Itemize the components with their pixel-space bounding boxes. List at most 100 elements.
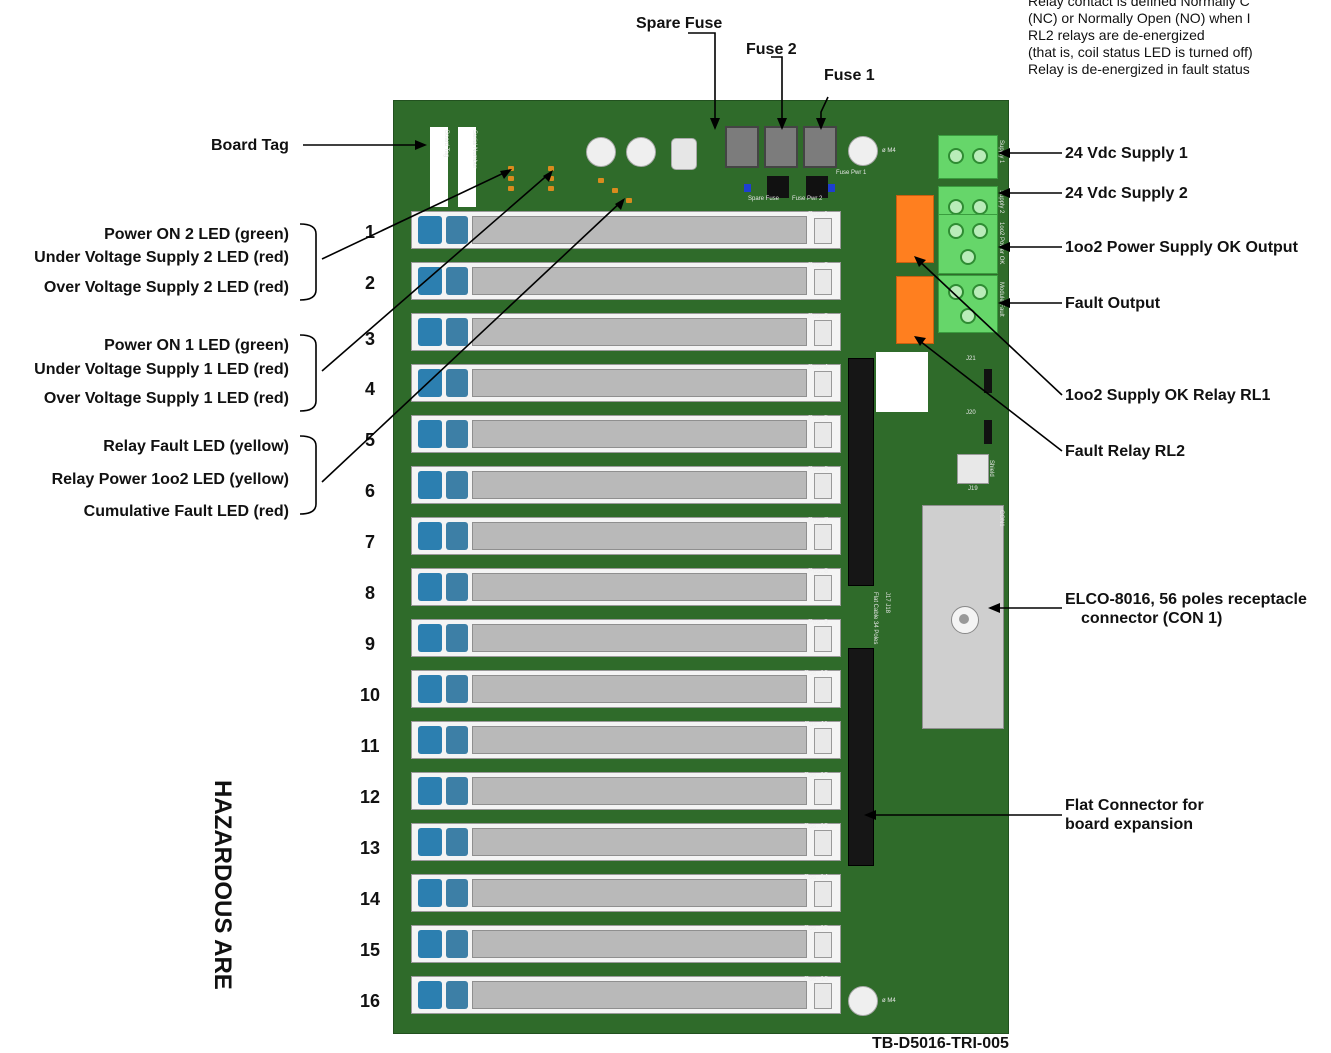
label-area (876, 352, 928, 412)
slot-number: 12 (359, 787, 381, 807)
label-spare-fuse: Spare Fuse (636, 15, 723, 32)
jumper-blue (828, 184, 835, 192)
module-slot: Pos. 13 (411, 823, 841, 861)
slot-position: Pos. 9 (808, 619, 828, 626)
fuse-holder-blank (671, 138, 697, 170)
label-flat-line2: board expansion (1065, 816, 1194, 833)
pcb-m4-text: ø M4 (882, 998, 896, 1004)
module-slot: Pos. 10 (411, 670, 841, 708)
led-label: Relay Fault LED (yellow) (103, 438, 289, 455)
module-slot: Pos. 6 (411, 466, 841, 504)
label-fault-output: Fault Output (1065, 295, 1161, 312)
led-label: Power ON 2 LED (green) (104, 226, 289, 243)
module-slot: Pos. 1 (411, 211, 841, 249)
led-over-voltage-1 (548, 186, 554, 191)
pcb-j19-text: J19 (968, 486, 978, 492)
label-elco-line2: connector (CON 1) (1081, 610, 1223, 627)
slot-position: Pos. 4 (808, 364, 828, 371)
flat-connector-j18 (848, 648, 874, 866)
led-label: Over Voltage Supply 1 LED (red) (43, 390, 289, 407)
module-slot: Pos. 8 (411, 568, 841, 606)
pcb-j21-text: J21 (966, 356, 976, 362)
elco-connector (922, 505, 1004, 729)
mounting-hole (586, 137, 616, 167)
pcb-fuse-pwr1-text: Fuse Pwr 1 (836, 170, 867, 176)
terminal-ps-ok (938, 214, 998, 274)
module-slot: Pos. 14 (411, 874, 841, 912)
slot-position: Pos. 7 (808, 517, 828, 524)
board-tag-area (430, 127, 448, 207)
led-label: Under Voltage Supply 2 LED (red) (34, 249, 289, 266)
note-line: (that is, coil status LED is turned off) (1028, 44, 1253, 60)
mounting-hole (848, 136, 878, 166)
label-board-tag: Board Tag (211, 137, 289, 154)
slot-position: Pos. 1 (808, 211, 828, 218)
module-slot: Pos. 15 (411, 925, 841, 963)
label-relay-rl2: Fault Relay RL2 (1065, 443, 1186, 460)
slot-position: Pos. 8 (808, 568, 828, 575)
led-power-on-2 (508, 166, 514, 171)
slot-position: Pos. 2 (808, 262, 828, 269)
label-elco-line1: ELCO-8016, 56 poles receptacle (1065, 591, 1307, 608)
mounting-hole (626, 137, 656, 167)
led-power-on-1 (548, 166, 554, 171)
led-relay-power (612, 188, 618, 193)
led-over-voltage-2 (508, 186, 514, 191)
flat-connector-j17 (848, 358, 874, 586)
led-label: Relay Power 1oo2 LED (yellow) (51, 471, 289, 488)
slot-number: 7 (364, 532, 375, 552)
slot-position: Pos. 12 (804, 772, 828, 779)
pcb-spare-fuse-text: Spare Fuse (748, 196, 780, 202)
spare-fuse (725, 126, 759, 168)
slot-number: 16 (359, 991, 381, 1011)
terminal-supply-1 (938, 135, 998, 179)
led-label: Power ON 1 LED (green) (104, 337, 289, 354)
slot-number: 8 (364, 583, 375, 603)
led-relay-fault (598, 178, 604, 183)
label-relay-rl1: 1oo2 Supply OK Relay RL1 (1065, 387, 1271, 404)
mounting-hole (848, 986, 878, 1016)
label-flat-line1: Flat Connector for (1065, 797, 1204, 814)
module-slot: Pos. 3 (411, 313, 841, 351)
slot-number: 11 (360, 736, 380, 756)
slot-position: Pos. 14 (804, 874, 828, 881)
led-cumulative-fault (626, 198, 632, 203)
note-line: Relay is de-energized in fault status (1028, 61, 1250, 77)
led-under-voltage-1 (548, 176, 554, 181)
module-slot: Pos. 11 (411, 721, 841, 759)
relay-rl2 (896, 276, 934, 344)
label-supply-1: 24 Vdc Supply 1 (1065, 145, 1188, 162)
module-slot: Pos. 2 (411, 262, 841, 300)
jumper-j21 (984, 369, 992, 393)
fuse-2-component (767, 176, 789, 198)
slot-position: Pos. 10 (804, 670, 828, 677)
slot-position: Pos. 3 (808, 313, 828, 320)
slot-position: Pos. 11 (804, 721, 828, 728)
slot-number: 15 (359, 940, 381, 960)
serial-number-area (458, 127, 476, 207)
slot-number: 6 (364, 481, 375, 501)
note-line: RL2 relays are de-energized (1028, 27, 1205, 43)
slot-position: Pos. 5 (808, 415, 828, 422)
module-slot: Pos. 5 (411, 415, 841, 453)
slot-position: Pos. 16 (804, 976, 828, 983)
slot-number: 5 (364, 430, 375, 450)
slot-number: 10 (359, 685, 381, 705)
module-slot: Pos. 4 (411, 364, 841, 402)
label-fuse-1: Fuse 1 (824, 67, 875, 84)
shield-connector-j19 (957, 454, 989, 484)
led-label: Over Voltage Supply 2 LED (red) (43, 279, 289, 296)
module-slot: Pos. 16 (411, 976, 841, 1014)
slot-number: 9 (364, 634, 375, 654)
pcb-fuse-pwr2-text: Fuse Pwr 2 (792, 196, 823, 202)
note-line: Relay contact is defined Normally C (1028, 0, 1250, 9)
module-slot: Pos. 9 (411, 619, 841, 657)
slot-number: 2 (364, 273, 375, 293)
terminal-fault (938, 275, 998, 333)
slot-number: 14 (359, 889, 381, 909)
module-slot: Pos. 12 (411, 772, 841, 810)
figure-code: TB-D5016-TRI-005 (872, 1035, 1009, 1052)
note-line: (NC) or Normally Open (NO) when I (1028, 10, 1251, 26)
led-label: Under Voltage Supply 1 LED (red) (34, 361, 289, 378)
